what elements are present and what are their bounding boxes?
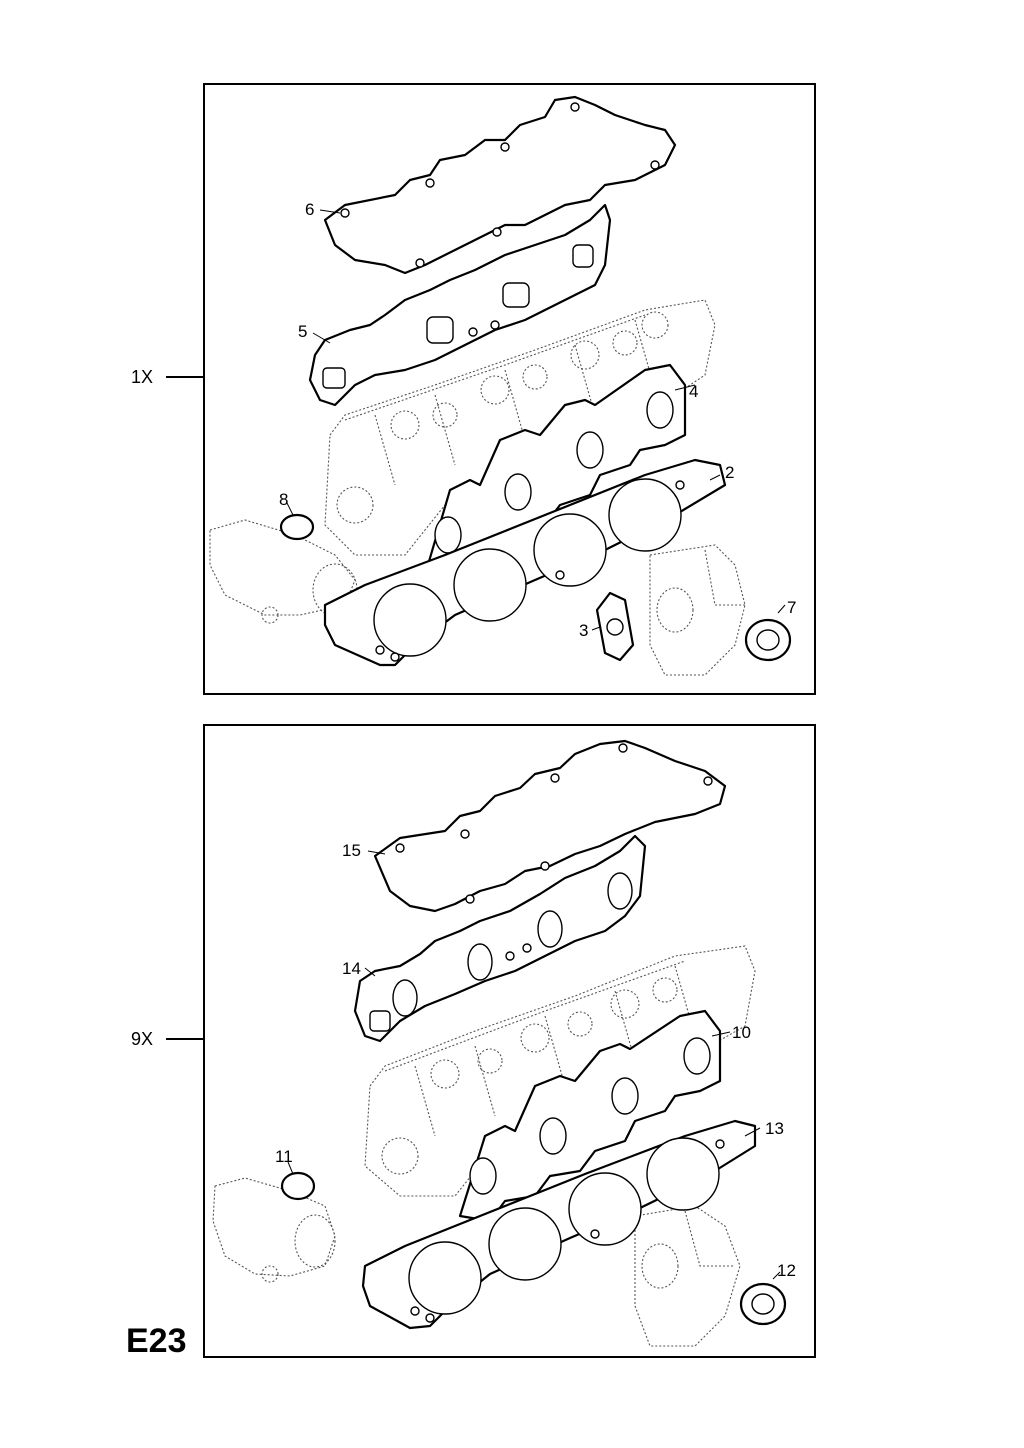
manifold-gasket — [353, 834, 647, 1043]
thermostat-seal — [279, 513, 315, 541]
callout-14: 14 — [342, 959, 361, 978]
water-pump-outline — [634, 1205, 741, 1347]
callout-8: 8 — [279, 490, 288, 509]
callout-6: 6 — [305, 200, 314, 219]
callout-12: 12 — [777, 1261, 796, 1280]
callout-15: 15 — [342, 841, 361, 860]
kit-leader-9x — [166, 1038, 204, 1040]
kit-leader-1x — [166, 376, 204, 378]
callout-3: 3 — [579, 621, 588, 640]
cylinder-head-outline — [324, 299, 716, 556]
diagram-panel-9x: 15 14 10 13 11 — [203, 724, 816, 1358]
callout-11: 11 — [275, 1147, 293, 1166]
callout-10: 10 — [732, 1023, 751, 1042]
exploded-view-1x: 6 5 4 2 8 3 — [209, 95, 796, 676]
kit-label-9x: 9X — [131, 1029, 154, 1049]
diagram-panel-1x: 6 5 4 2 8 3 — [203, 83, 816, 695]
callout-2: 2 — [725, 463, 734, 482]
manifold-gasket — [308, 203, 612, 407]
callout-13: 13 — [765, 1119, 784, 1138]
exploded-view-9x: 15 14 10 13 11 — [212, 739, 796, 1347]
exhaust-gasket — [458, 1009, 722, 1223]
callout-4: 4 — [689, 382, 698, 401]
rocker-cover-gasket — [373, 739, 727, 913]
callout-7: 7 — [787, 598, 796, 617]
water-pump-outline — [649, 544, 746, 676]
page-code: E23 — [126, 1322, 187, 1360]
thermostat-housing-outline — [212, 1177, 336, 1283]
kit-label-1x: 1X — [131, 367, 154, 387]
callout-5: 5 — [298, 322, 307, 341]
thermostat-seal — [280, 1171, 316, 1201]
rocker-cover-gasket — [323, 95, 677, 275]
cylinder-head-outline — [364, 945, 756, 1197]
